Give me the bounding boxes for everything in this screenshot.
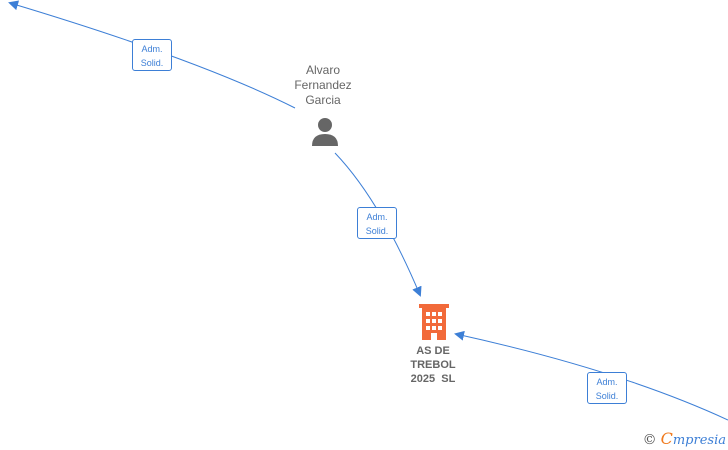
building-icon[interactable] (419, 304, 449, 340)
person-name-line: Fernandez (294, 78, 352, 92)
edge-label-line: Adm. (141, 44, 163, 54)
company-name-line: TREBOL (410, 359, 456, 371)
edge-label-line: Adm. (366, 212, 388, 222)
person-icon[interactable] (311, 117, 339, 147)
copyright-symbol: © (642, 432, 657, 448)
company-name-line: 2025 SL (410, 373, 456, 385)
person-name-line: Alvaro (305, 63, 340, 77)
edge-label-middle: Adm. Solid. (357, 207, 397, 239)
brand-rest: mpresia (672, 433, 726, 448)
edge-label-top: Adm. Solid. (132, 39, 172, 71)
company-node-name[interactable]: AS DE TREBOL 2025 SL (393, 344, 473, 386)
edge-line-top-left (8, 0, 296, 109)
company-name-line: AS DE (416, 345, 450, 357)
person-name-line: Garcia (305, 93, 341, 107)
person-node-name[interactable]: Alvaro Fernandez Garcia (278, 63, 368, 108)
edge-label-bottom: Adm. Solid. (587, 372, 627, 404)
edge-label-line: Solid. (365, 226, 389, 236)
empresia-watermark: ©Cmpresia (643, 429, 726, 448)
edge-label-line: Solid. (595, 391, 619, 401)
brand-initial: C (660, 429, 673, 448)
edge-label-line: Adm. (596, 377, 618, 387)
edge-label-line: Solid. (140, 58, 164, 68)
